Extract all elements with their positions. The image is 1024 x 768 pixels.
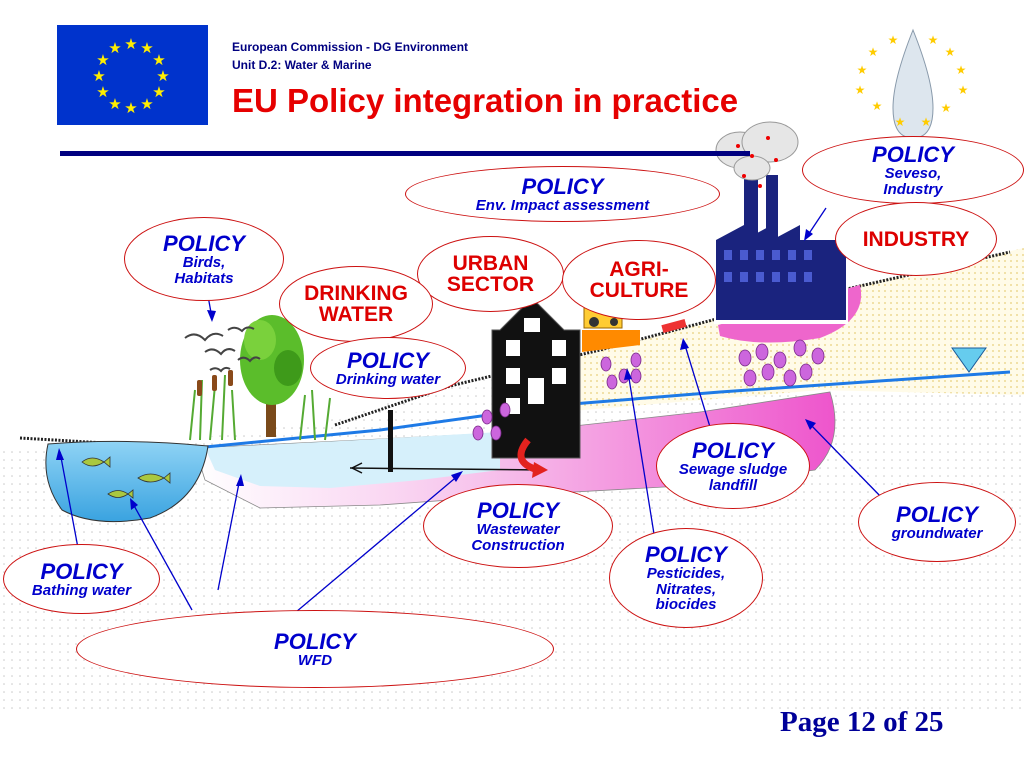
sector-industry: INDUSTRY (862, 227, 970, 251)
policy-heading: POLICY (645, 541, 727, 567)
flow-arrow (349, 467, 546, 471)
policy-groundwater-oval: POLICY groundwater (858, 482, 1016, 562)
policy-sewage-line2: landfill (708, 476, 758, 494)
agriculture-oval: AGRI- CULTURE (562, 240, 716, 320)
policy-bathing-water-text: Bathing water (31, 581, 132, 599)
policy-pesticides-oval: POLICY Pesticides, Nitrates, biocides (609, 528, 763, 628)
sector-drinking-line1: DRINKING (304, 282, 408, 305)
svg-text:★: ★ (124, 35, 137, 53)
policy-seveso-line1: Seveso, (884, 164, 942, 182)
policy-seveso-line2: Industry (883, 180, 943, 198)
svg-text:★: ★ (96, 51, 109, 69)
svg-text:★: ★ (152, 51, 165, 69)
birds-icon (184, 326, 261, 373)
policy-drinking-water-oval: POLICY Drinking water (310, 337, 466, 399)
svg-text:★: ★ (152, 83, 165, 101)
policy-wastewater-line2: Construction (471, 536, 565, 554)
policy-wastewater-line1: Wastewater (476, 520, 560, 538)
policy-heading: POLICY (477, 497, 559, 523)
field (582, 330, 640, 352)
policy-pesticides-line3: biocides (655, 596, 717, 614)
org-line-2: Unit D.2: Water & Marine (232, 58, 372, 72)
policy-wfd-text: WFD (297, 651, 333, 669)
org-line-1: European Commission - DG Environment (232, 40, 469, 54)
svg-text:★: ★ (872, 99, 883, 113)
reeds-icon (189, 374, 331, 441)
policy-heading: POLICY (274, 628, 356, 654)
policy-pesticides-line1: Pesticides, (646, 564, 726, 582)
water-drop-logo-icon: ★★★ ★★★ ★★★ ★★★ (855, 28, 969, 139)
svg-text:★: ★ (855, 83, 866, 97)
svg-text:★: ★ (96, 83, 109, 101)
sector-agri-line2: CULTURE (589, 279, 689, 302)
policy-pesticides-line2: Nitrates, (655, 580, 717, 598)
svg-text:★: ★ (928, 33, 939, 47)
svg-text:★: ★ (868, 45, 879, 59)
sector-agri-line1: AGRI- (609, 258, 669, 281)
svg-text:★: ★ (895, 115, 906, 129)
policy-heading: POLICY (163, 230, 245, 256)
waste-marker (661, 319, 687, 333)
svg-text:★: ★ (945, 45, 956, 59)
policy-birds-line2: Habitats (174, 269, 234, 287)
svg-text:★: ★ (140, 95, 153, 113)
policy-birds-line1: Birds, (182, 253, 226, 271)
svg-text:★: ★ (941, 101, 952, 115)
factory-icon (714, 160, 848, 324)
policy-eia-oval: POLICY Env. Impact assessment (405, 166, 720, 222)
eu-flag-icon: ★★★ ★★★ ★★★ ★★★ (57, 25, 208, 125)
drinking-water-oval: DRINKING WATER (279, 266, 433, 342)
policy-drinking-water-text: Drinking water (335, 370, 441, 388)
svg-text:★: ★ (956, 63, 967, 77)
page-number: Page 12 of 25 (780, 706, 944, 738)
house-icon (491, 297, 581, 459)
policy-birds-oval: POLICY Birds, Habitats (124, 217, 284, 301)
aquifer-water (205, 432, 500, 488)
page-title: EU Policy integration in practice (232, 82, 739, 119)
svg-text:★: ★ (124, 99, 137, 117)
sector-urban-line2: SECTOR (446, 273, 535, 296)
policy-seveso-oval: POLICY Seveso, Industry (802, 136, 1024, 204)
svg-text:★: ★ (958, 83, 969, 97)
policy-wastewater-oval: POLICY Wastewater Construction (423, 484, 613, 568)
svg-text:★: ★ (888, 33, 899, 47)
policy-heading: POLICY (521, 173, 604, 199)
sector-urban-line1: URBAN (452, 252, 529, 275)
policy-sewage-line1: Sewage sludge (678, 460, 788, 478)
policy-bathing-water-oval: POLICY Bathing water (3, 544, 160, 614)
policy-sewage-sludge-oval: POLICY Sewage sludge landfill (656, 423, 810, 509)
industry-oval: INDUSTRY (835, 202, 997, 276)
policy-heading: POLICY (896, 501, 978, 527)
header-rule (60, 151, 750, 156)
sector-drinking-line2: WATER (318, 303, 394, 326)
policy-heading: POLICY (692, 437, 774, 463)
svg-text:★: ★ (108, 95, 121, 113)
svg-text:★: ★ (156, 67, 169, 85)
svg-text:★: ★ (921, 115, 932, 129)
policy-heading: POLICY (872, 141, 954, 167)
policy-heading: POLICY (40, 558, 123, 584)
policy-wfd-oval: POLICY WFD (76, 610, 554, 688)
policy-heading: POLICY (347, 347, 429, 373)
policy-groundwater-text: groundwater (891, 524, 983, 542)
svg-text:★: ★ (108, 39, 121, 57)
dam-post (388, 410, 393, 472)
urban-sector-oval: URBAN SECTOR (417, 236, 564, 312)
svg-text:★: ★ (92, 67, 105, 85)
smoke-icon (715, 121, 799, 181)
fish-icon (81, 456, 171, 499)
svg-text:★: ★ (140, 39, 153, 57)
pollutant-droplets (472, 339, 825, 441)
policy-eia-text: Env. Impact assessment (475, 196, 650, 214)
svg-text:★: ★ (857, 63, 868, 77)
water-level-marker-icon (951, 347, 987, 373)
tree-icon (240, 315, 304, 437)
